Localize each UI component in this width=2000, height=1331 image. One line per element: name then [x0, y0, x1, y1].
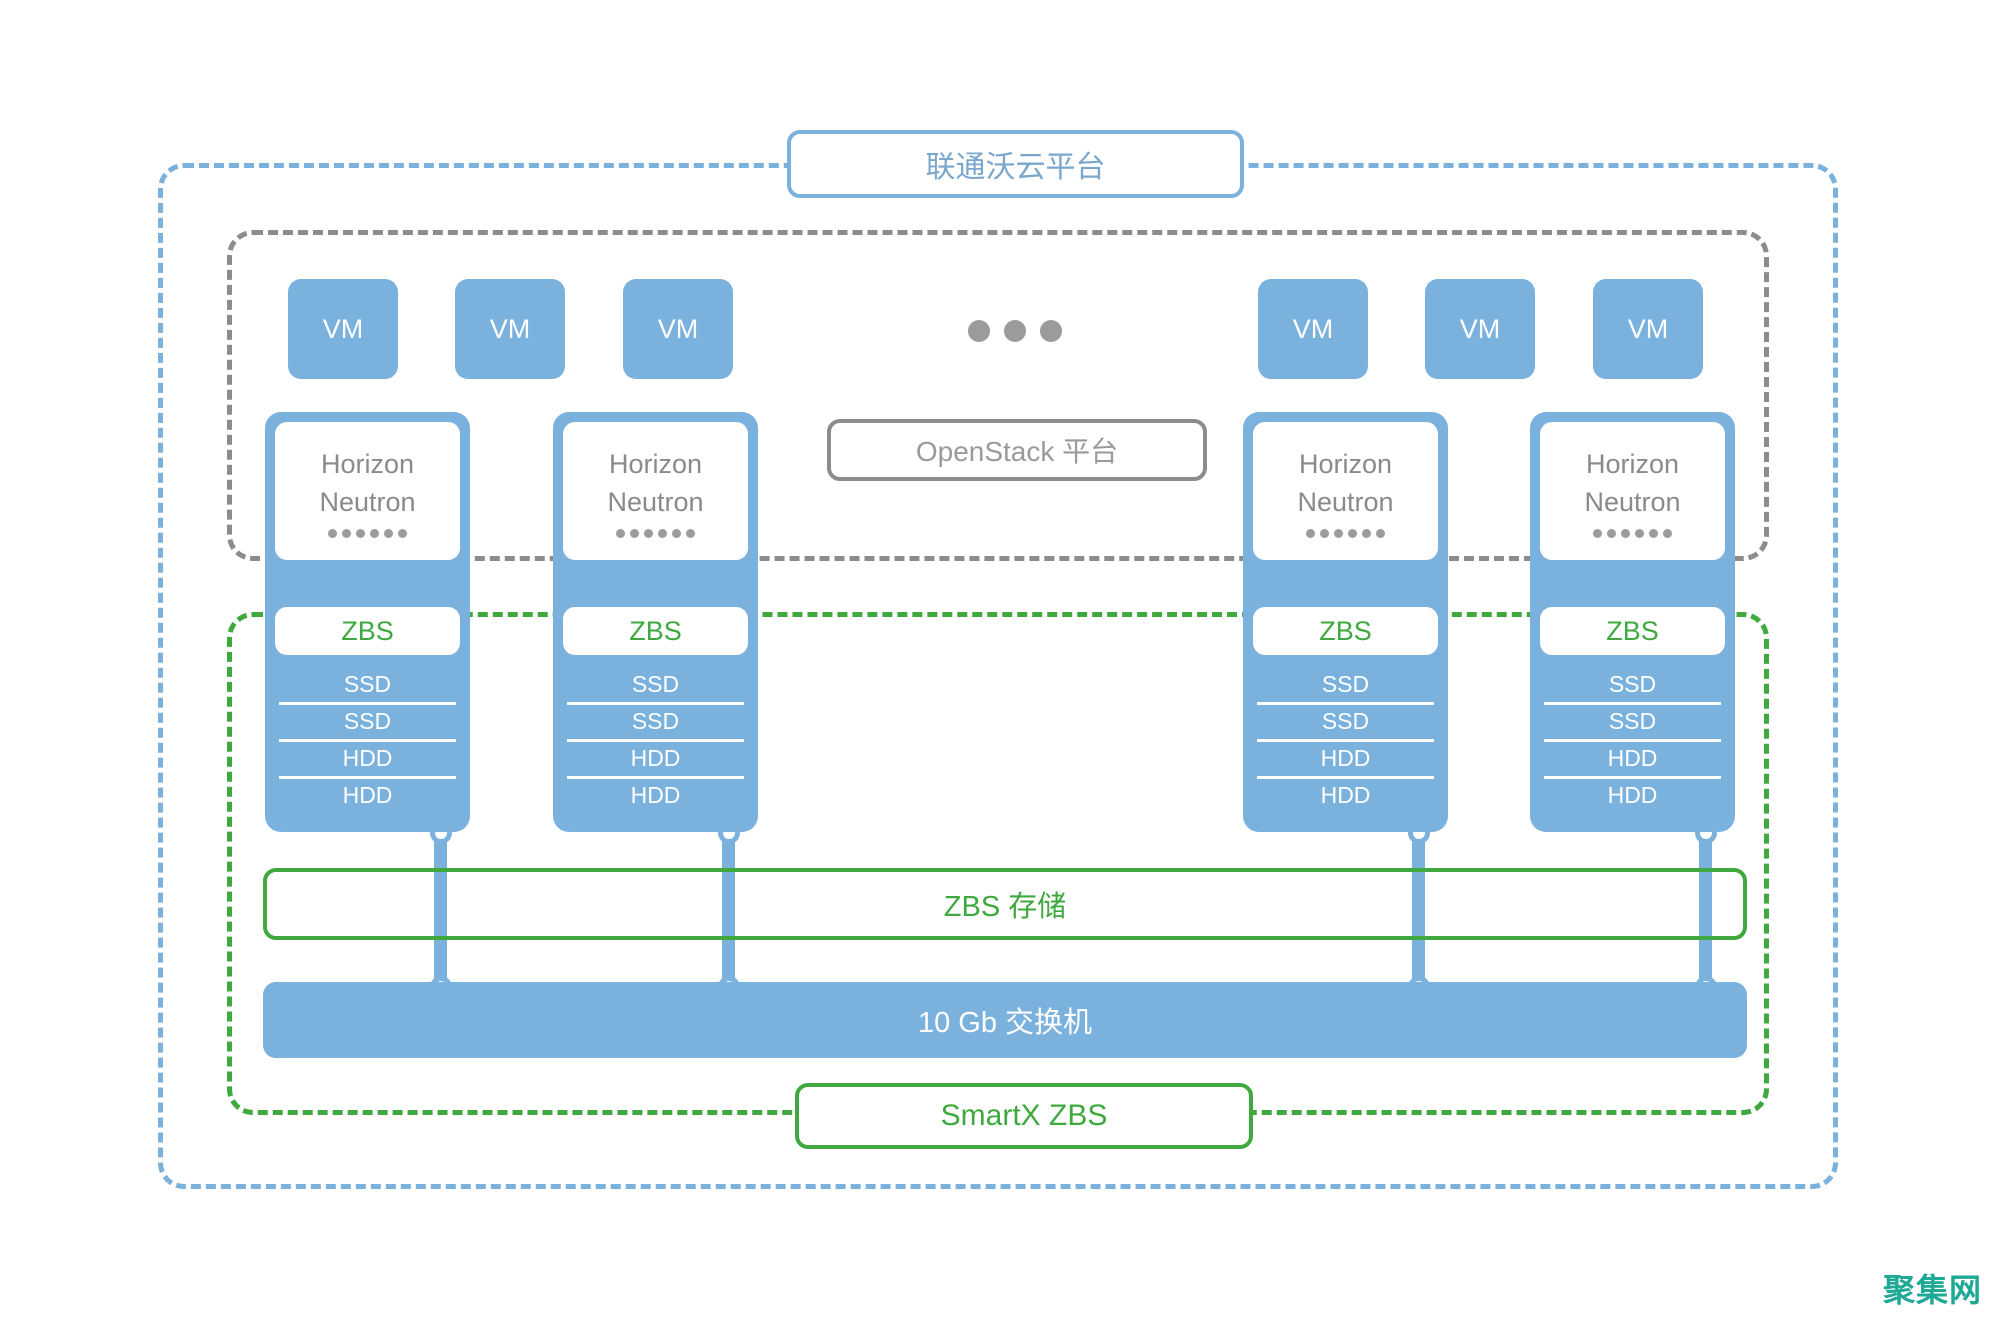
- disk-row: HDD: [342, 782, 393, 808]
- vm-tile: VM: [1593, 279, 1703, 379]
- vm-tile: VM: [1425, 279, 1535, 379]
- node-service-label: Horizon: [1585, 448, 1680, 479]
- disk-row: HDD: [1607, 782, 1658, 808]
- vm-tile: VM: [288, 279, 398, 379]
- vm-tile: VM: [623, 279, 733, 379]
- disk-row: HDD: [1320, 782, 1371, 808]
- disk-row: HDD: [567, 742, 744, 779]
- service-dot-icon: [1306, 528, 1315, 538]
- disk-row: SSD: [1257, 705, 1434, 742]
- label-openstack-platform: OpenStack 平台: [827, 419, 1207, 481]
- frame-openstack-layer: [227, 230, 1769, 561]
- service-dot-icon: [658, 528, 667, 538]
- service-dot-icon: [398, 528, 407, 538]
- service-dot-icon: [1649, 528, 1658, 538]
- node-zbs-pill: ZBS: [1540, 607, 1725, 655]
- service-dot-icon: [370, 528, 379, 538]
- ellipsis-dot-icon: [968, 320, 990, 342]
- node-service-label: Neutron: [607, 486, 704, 517]
- node-service-label: Neutron: [1297, 486, 1394, 517]
- disk-row: HDD: [1257, 742, 1434, 779]
- service-dot-icon: [1607, 528, 1616, 538]
- disk-row: SSD: [1544, 705, 1721, 742]
- service-dot-icon: [1621, 528, 1630, 538]
- disk-row: HDD: [1544, 742, 1721, 779]
- vm-tile: VM: [455, 279, 565, 379]
- service-dot-icon: [1635, 528, 1644, 538]
- node-service-dots: [1593, 528, 1672, 538]
- label-cloud-platform: 联通沃云平台: [787, 130, 1244, 198]
- node-service-label: Horizon: [320, 448, 415, 479]
- disk-row: SSD: [1544, 668, 1721, 705]
- network-switch-bar: 10 Gb 交换机: [263, 982, 1747, 1058]
- zbs-storage-bar: ZBS 存储: [263, 868, 1747, 940]
- service-dot-icon: [356, 528, 365, 538]
- vm-tile: VM: [1258, 279, 1368, 379]
- service-dot-icon: [328, 528, 337, 538]
- service-dot-icon: [644, 528, 653, 538]
- disk-row: HDD: [630, 782, 681, 808]
- service-dot-icon: [1334, 528, 1343, 538]
- node-service-label: Horizon: [608, 448, 703, 479]
- disk-row: SSD: [279, 668, 456, 705]
- node-zbs-pill: ZBS: [275, 607, 460, 655]
- service-dot-icon: [1593, 528, 1602, 538]
- disk-row: SSD: [279, 705, 456, 742]
- node-service-dots: [616, 528, 695, 538]
- node-service-dots: [1306, 528, 1385, 538]
- disk-row: HDD: [279, 742, 456, 779]
- ellipsis-more-nodes: [968, 320, 1062, 342]
- service-dot-icon: [384, 528, 393, 538]
- service-dot-icon: [1376, 528, 1385, 538]
- service-dot-icon: [1362, 528, 1371, 538]
- service-dot-icon: [342, 528, 351, 538]
- service-dot-icon: [686, 528, 695, 538]
- node-service-label: Neutron: [319, 486, 416, 517]
- node-service-dots: [328, 528, 407, 538]
- watermark: 聚集网: [1882, 1272, 1982, 1308]
- ellipsis-dot-icon: [1040, 320, 1062, 342]
- node-service-label: Neutron: [1584, 486, 1681, 517]
- node-zbs-pill: ZBS: [1253, 607, 1438, 655]
- ellipsis-dot-icon: [1004, 320, 1026, 342]
- node-service-label: Horizon: [1298, 448, 1393, 479]
- disk-row: SSD: [567, 668, 744, 705]
- disk-row: SSD: [567, 705, 744, 742]
- service-dot-icon: [630, 528, 639, 538]
- label-smartx-zbs: SmartX ZBS: [795, 1083, 1253, 1149]
- disk-row: SSD: [1257, 668, 1434, 705]
- service-dot-icon: [1320, 528, 1329, 538]
- service-dot-icon: [1348, 528, 1357, 538]
- service-dot-icon: [672, 528, 681, 538]
- node-zbs-pill: ZBS: [563, 607, 748, 655]
- service-dot-icon: [616, 528, 625, 538]
- service-dot-icon: [1663, 528, 1672, 538]
